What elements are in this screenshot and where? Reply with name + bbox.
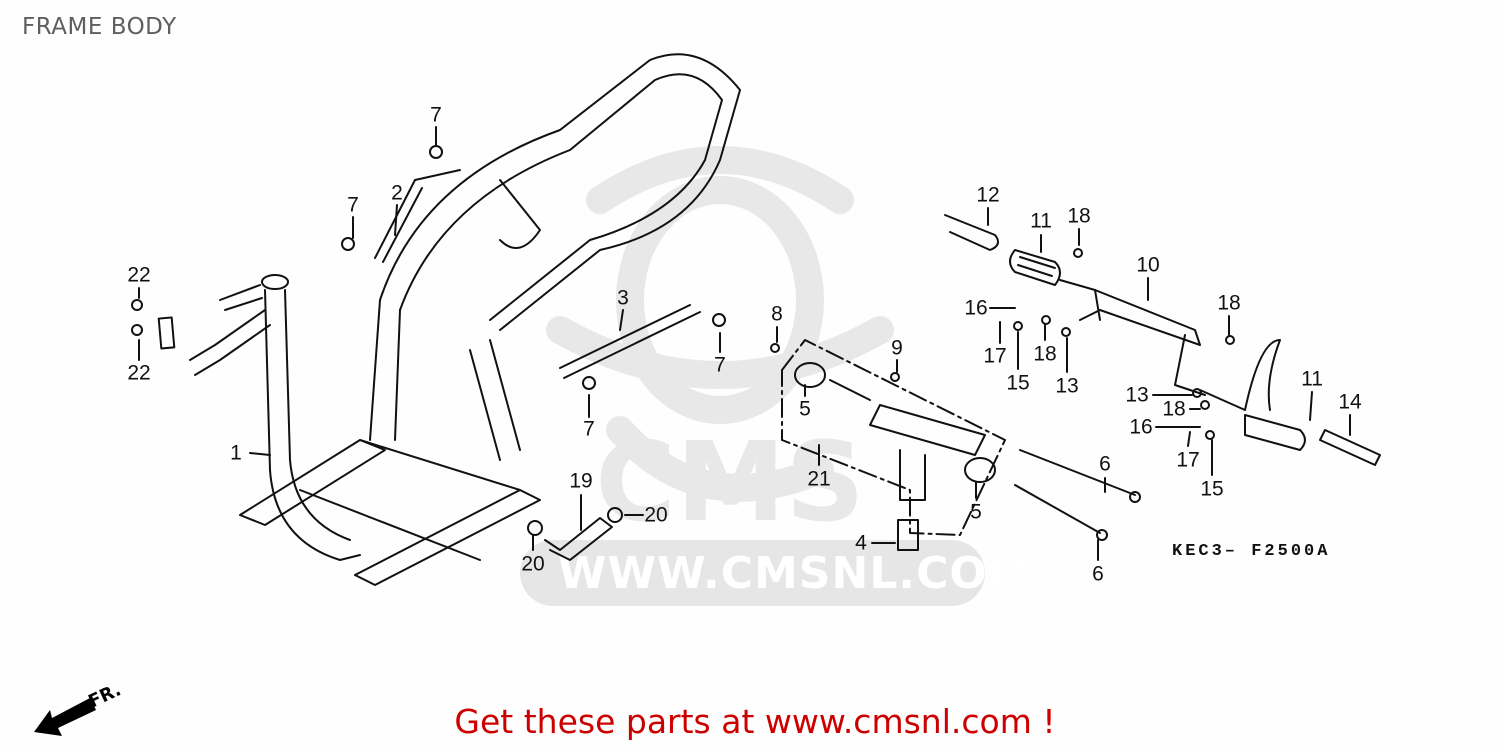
part-callout-5[interactable]: 5: [799, 397, 811, 421]
part-callout-18[interactable]: 18: [1033, 342, 1057, 366]
part-callout-8[interactable]: 8: [771, 302, 783, 326]
part-callout-19[interactable]: 19: [569, 469, 593, 493]
part-callout-20[interactable]: 20: [644, 503, 668, 527]
part-callout-5[interactable]: 5: [970, 500, 982, 524]
part-callout-18[interactable]: 18: [1217, 291, 1241, 315]
part-callout-7[interactable]: 7: [430, 103, 442, 127]
diagram-code: KEC3– F2500A: [1172, 542, 1331, 561]
part-callout-20[interactable]: 20: [521, 552, 545, 576]
part-callout-15[interactable]: 15: [1006, 371, 1030, 395]
part-callout-12[interactable]: 12: [976, 183, 1000, 207]
part-callout-22[interactable]: 22: [127, 361, 151, 385]
part-callout-22[interactable]: 22: [127, 263, 151, 287]
part-callout-16[interactable]: 16: [1129, 415, 1153, 439]
front-arrow-icon: FR.: [34, 680, 124, 736]
watermark-url: WWW.CMSNL.COM: [558, 548, 1033, 599]
part-callout-17[interactable]: 17: [983, 344, 1007, 368]
part-callout-18[interactable]: 18: [1067, 204, 1091, 228]
cta-banner[interactable]: Get these parts at www.cmsnl.com !: [0, 702, 1500, 741]
page-title: FRAME BODY: [22, 14, 177, 40]
part-callout-14[interactable]: 14: [1338, 390, 1362, 414]
part-callout-13[interactable]: 13: [1055, 374, 1079, 398]
part-callout-9[interactable]: 9: [891, 336, 903, 360]
part-callout-15[interactable]: 15: [1200, 477, 1224, 501]
cta-link[interactable]: Get these parts at www.cmsnl.com !: [454, 702, 1056, 741]
part-callout-2[interactable]: 2: [391, 181, 403, 205]
part-callout-6[interactable]: 6: [1092, 562, 1104, 586]
part-callout-17[interactable]: 17: [1176, 448, 1200, 472]
part-callout-16[interactable]: 16: [964, 296, 988, 320]
part-callout-18[interactable]: 18: [1162, 397, 1186, 421]
part-callout-11[interactable]: 11: [1301, 367, 1323, 391]
part-callout-7[interactable]: 7: [583, 417, 595, 441]
part-callout-10[interactable]: 10: [1136, 253, 1160, 277]
part-callout-21[interactable]: 21: [807, 467, 831, 491]
svg-text:CMS: CMS: [595, 418, 864, 546]
part-callout-4[interactable]: 4: [855, 531, 867, 555]
part-callout-6[interactable]: 6: [1099, 452, 1111, 476]
part-callout-7[interactable]: 7: [714, 353, 726, 377]
part-callout-3[interactable]: 3: [617, 286, 629, 310]
part-callout-7[interactable]: 7: [347, 193, 359, 217]
part-callout-13[interactable]: 13: [1125, 383, 1149, 407]
part-callout-11[interactable]: 11: [1030, 209, 1052, 233]
part-callout-1[interactable]: 1: [230, 441, 242, 465]
